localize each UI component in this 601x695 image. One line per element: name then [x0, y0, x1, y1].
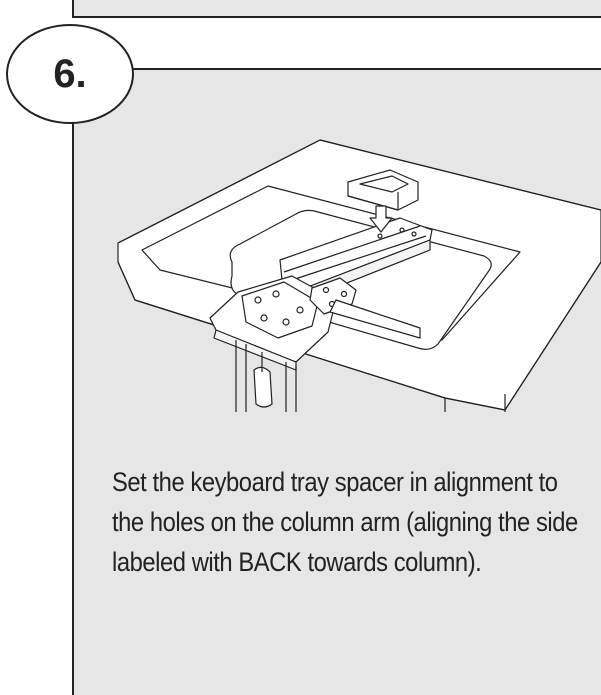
- step-number: 6.: [53, 51, 87, 96]
- instruction-text: Set the keyboard tray spacer in alignmen…: [112, 467, 578, 577]
- tray-spacer: [347, 169, 419, 211]
- placement-arrow: [369, 205, 393, 233]
- step-number-badge: 6.: [6, 24, 134, 124]
- assembly-illustration: [117, 139, 601, 412]
- previous-step-panel: [72, 0, 601, 18]
- desk-column: [235, 340, 297, 412]
- mechanism-block: [209, 275, 421, 371]
